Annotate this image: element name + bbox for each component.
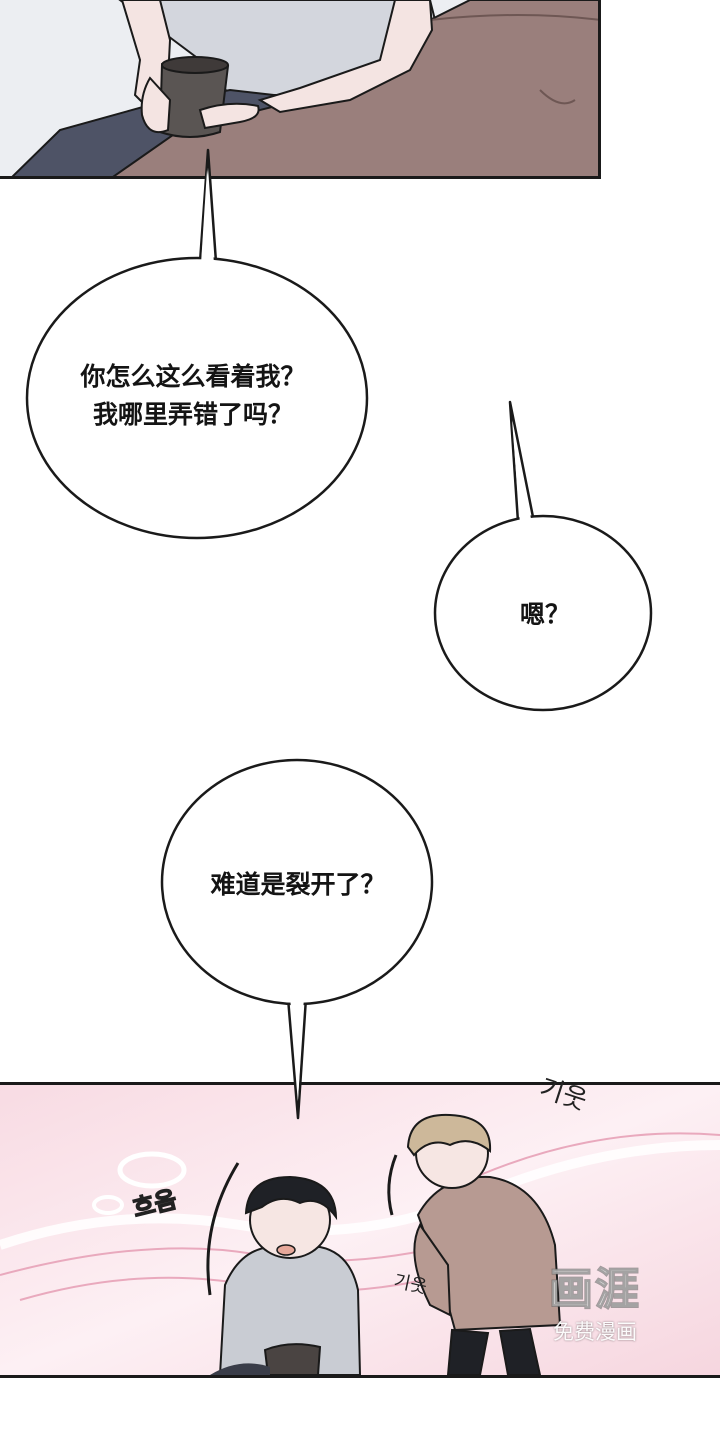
- swirl-ring: [117, 1151, 187, 1189]
- character-right-arm: [257, 0, 434, 114]
- top-panel: [0, 0, 601, 179]
- speech-bubble-2-line-1: 嗯？: [519, 600, 570, 629]
- motion-line-right: [387, 1154, 398, 1216]
- character-light-hair: [406, 1113, 562, 1375]
- speech-bubble-1-line-2: 我哪里弄错了吗？: [92, 400, 293, 429]
- speech-bubble-3: [160, 758, 434, 1120]
- top-panel-artwork: [0, 0, 598, 176]
- speech-bubble-2: [433, 400, 653, 712]
- right-hand: [198, 102, 260, 130]
- watermark: 画涯 免费漫画: [530, 1262, 660, 1358]
- watermark-caption: 免费漫画: [553, 1320, 637, 1344]
- bottom-panel: [0, 1082, 720, 1378]
- speech-bubble-1: [25, 148, 369, 540]
- speech-bubble-2-text: 嗯？: [470, 596, 620, 634]
- bottom-panel-artwork: [0, 1085, 720, 1375]
- speech-bubble-1-line-1: 你怎么这么看着我？: [80, 362, 306, 391]
- speech-bubble-3-line-1: 难道是裂开了？: [210, 870, 386, 899]
- watermark-logo: 画涯: [548, 1263, 641, 1316]
- left-hand: [140, 76, 172, 134]
- speech-bubble-1-text: 你怎么这么看着我？ 我哪里弄错了吗？: [38, 358, 348, 434]
- motion-line-left: [206, 1162, 240, 1296]
- character-dark-hair: [210, 1175, 362, 1375]
- speech-bubble-3-text: 难道是裂开了？: [170, 866, 426, 904]
